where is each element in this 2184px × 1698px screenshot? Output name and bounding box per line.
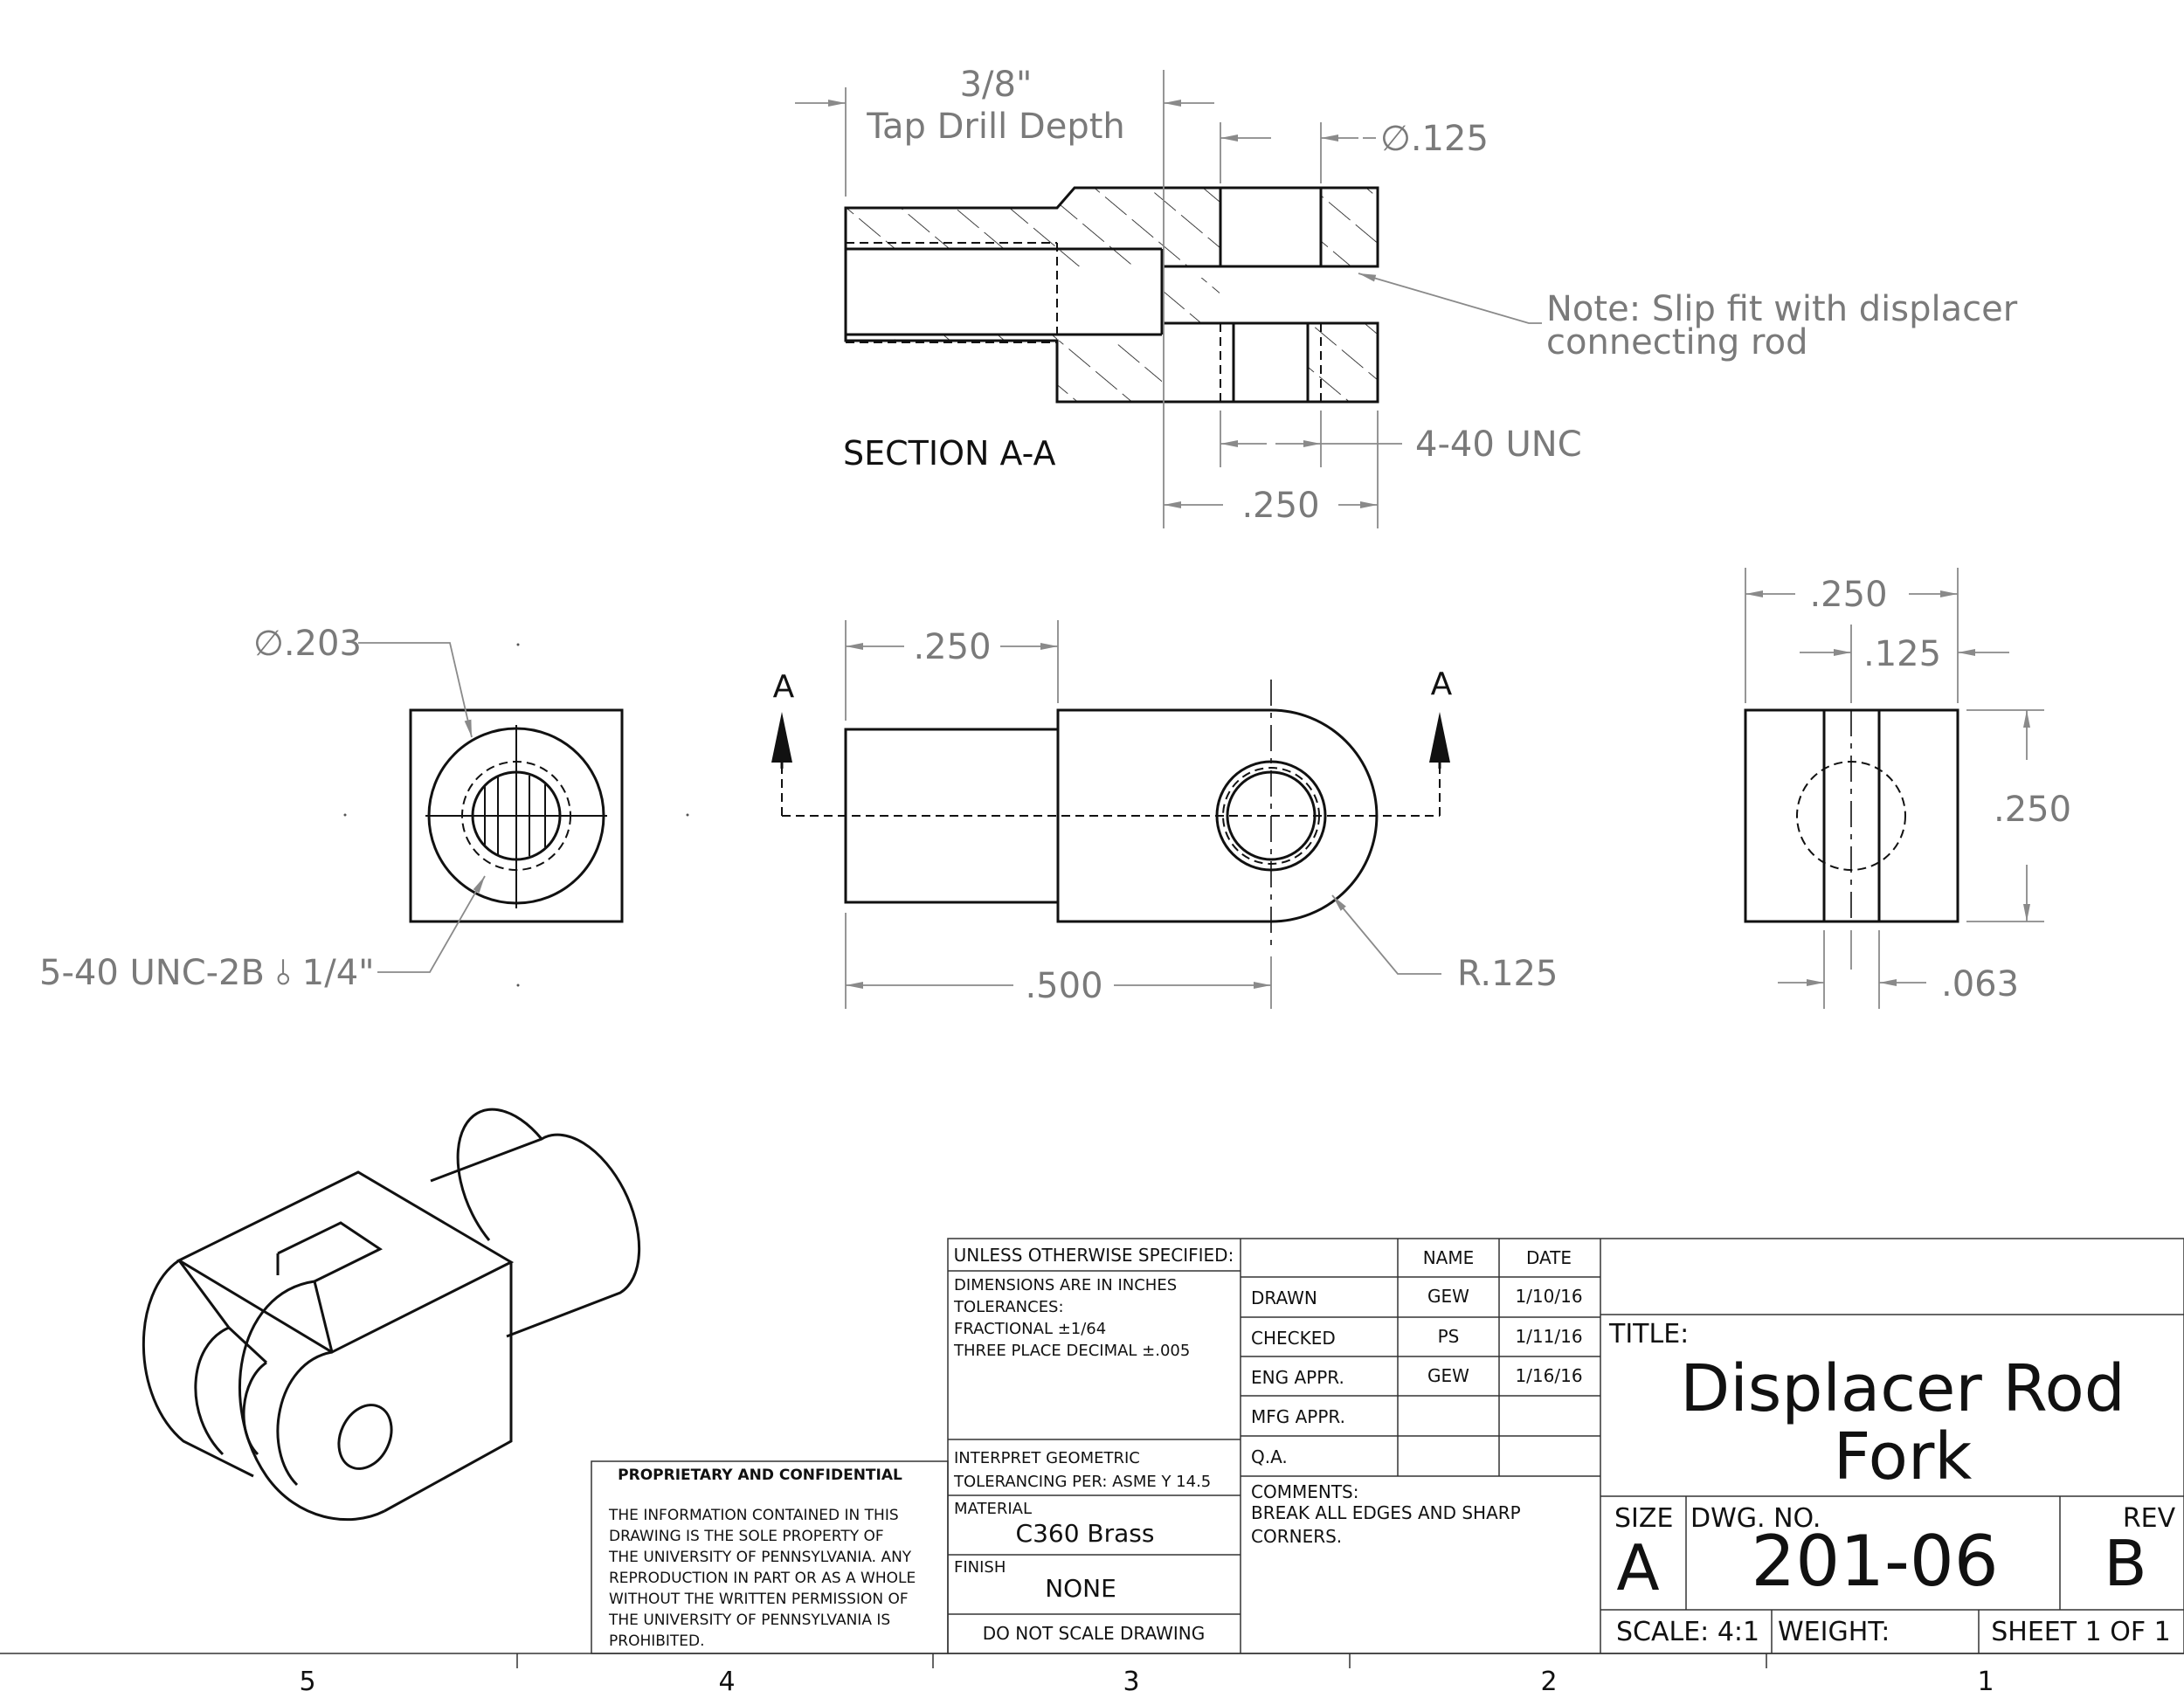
zone-4: 4 — [718, 1667, 735, 1697]
zone-5: 5 — [299, 1667, 315, 1697]
rev-value: B — [2104, 1527, 2146, 1600]
comments-line1: BREAK ALL EDGES AND SHARP — [1251, 1502, 1521, 1523]
proprietary-heading: PROPRIETARY AND CONFIDENTIAL — [618, 1467, 902, 1484]
signoff-name: GEW — [1427, 1286, 1469, 1307]
dwg-no-label: DWG. NO. — [1690, 1503, 1821, 1534]
rv-slot-label: .125 — [1863, 634, 1941, 674]
finish-value: NONE — [1045, 1574, 1116, 1603]
proprietary-line: WITHOUT THE WRITTEN PERMISSION OF — [609, 1591, 909, 1608]
cut-label-left: A — [773, 669, 795, 705]
proprietary-line: DRAWING IS THE SOLE PROPERTY OF — [609, 1528, 884, 1545]
counterbore-dia-label: ∅.203 — [253, 624, 362, 664]
tolerance-line: THREE PLACE DECIMAL ±.005 — [953, 1342, 1190, 1360]
proprietary-line: THE UNIVERSITY OF PENNSYLVANIA IS — [608, 1612, 890, 1629]
signoff-date: 1/10/16 — [1515, 1286, 1582, 1307]
right-view: .250 .125 .250 .063 — [1744, 568, 2071, 1009]
scale-label: SCALE: 4:1 — [1616, 1617, 1759, 1647]
zone-markers: 5 4 3 2 1 — [0, 1653, 2184, 1697]
signoff-date: 1/11/16 — [1515, 1326, 1582, 1347]
cut-label-right: A — [1431, 666, 1453, 702]
hole-dia-label: ∅.125 — [1380, 119, 1489, 159]
tolerance-line: FRACTIONAL ±1/64 — [954, 1320, 1106, 1338]
rev-label: REV — [2123, 1503, 2176, 1534]
comments-line2: CORNERS. — [1251, 1526, 1342, 1547]
dwg-no-value: 201-06 — [1751, 1521, 1998, 1602]
rv-height-label: .250 — [1994, 790, 2071, 830]
section-width-label: .250 — [1241, 486, 1319, 526]
col-name-header: NAME — [1423, 1247, 1475, 1268]
proprietary-line: THE INFORMATION CONTAINED IN THIS — [608, 1507, 899, 1524]
tap-depth-label: Tap Drill Depth — [866, 107, 1125, 147]
radius-label: R.125 — [1457, 954, 1558, 994]
signoff-role: MFG APPR. — [1251, 1406, 1345, 1427]
left-end-view: ∅.203 5-40 UNC-2B ⫰ 1/4" — [39, 624, 689, 993]
proprietary-box: PROPRIETARY AND CONFIDENTIAL THE INFORMA… — [591, 1460, 949, 1654]
finish-label: FINISH — [954, 1558, 1006, 1577]
front-view: A A .250 .500 R.125 — [771, 620, 1558, 1009]
thread-label: 4-40 UNC — [1415, 424, 1582, 465]
signoff-role: CHECKED — [1251, 1328, 1336, 1349]
weight-label: WEIGHT: — [1778, 1617, 1890, 1647]
title-label: TITLE: — [1608, 1319, 1689, 1349]
isometric-view — [142, 1108, 641, 1522]
material-label: MATERIAL — [954, 1500, 1032, 1518]
size-value: A — [1616, 1531, 1659, 1605]
proprietary-line: PROHIBITED. — [609, 1632, 705, 1650]
comments-label: COMMENTS: — [1251, 1481, 1358, 1502]
title-line2: Fork — [1834, 1419, 1973, 1494]
signoff-date: 1/16/16 — [1515, 1365, 1582, 1386]
signoff-name: GEW — [1427, 1365, 1469, 1386]
note-line2: connecting rod — [1546, 322, 1807, 362]
tolerance-header: UNLESS OTHERWISE SPECIFIED: — [954, 1245, 1234, 1266]
tapped-hole-label: 5-40 UNC-2B ⫰ 1/4" — [39, 953, 375, 993]
zone-3: 3 — [1123, 1667, 1139, 1697]
title-block: UNLESS OTHERWISE SPECIFIED: DIMENSIONS A… — [947, 1238, 2184, 1654]
title-line1: Displacer Rod — [1680, 1351, 2125, 1426]
gdt-line2: TOLERANCING PER: ASME Y 14.5 — [953, 1473, 1211, 1491]
col-date-header: DATE — [1526, 1247, 1572, 1268]
signoff-name: PS — [1438, 1326, 1460, 1347]
sheet-label: SHEET 1 OF 1 — [1991, 1617, 2171, 1647]
section-title: SECTION A-A — [843, 434, 1056, 473]
tolerance-line: DIMENSIONS ARE IN INCHES — [954, 1276, 1177, 1294]
signoff-role: ENG APPR. — [1251, 1367, 1344, 1388]
proprietary-line: THE UNIVERSITY OF PENNSYLVANIA. ANY — [608, 1549, 912, 1566]
signoff-role: Q.A. — [1251, 1446, 1288, 1467]
proprietary-line: REPRODUCTION IN PART OR AS A WHOLE — [609, 1570, 916, 1587]
tolerance-line: TOLERANCES: — [953, 1298, 1064, 1316]
do-not-scale: DO NOT SCALE DRAWING — [983, 1623, 1205, 1644]
tap-depth-value: 3/8" — [960, 65, 1033, 105]
gdt-line1: INTERPRET GEOMETRIC — [954, 1449, 1140, 1467]
material-value: C360 Brass — [1016, 1519, 1155, 1548]
shank-length-label: .250 — [913, 627, 991, 667]
zone-2: 2 — [1540, 1667, 1557, 1697]
section-view: 3/8" Tap Drill Depth ∅.125 Note: Slip fi… — [795, 65, 2018, 528]
zone-1: 1 — [1977, 1667, 1994, 1697]
rv-offset-label: .063 — [1941, 964, 2019, 1004]
rv-width-label: .250 — [1809, 575, 1887, 615]
signoff-role: DRAWN — [1251, 1287, 1317, 1308]
note-line1: Note: Slip fit with displacer — [1546, 289, 2018, 329]
size-label: SIZE — [1614, 1503, 1673, 1534]
section-hatch — [846, 188, 1378, 402]
overall-length-label: .500 — [1025, 966, 1102, 1006]
